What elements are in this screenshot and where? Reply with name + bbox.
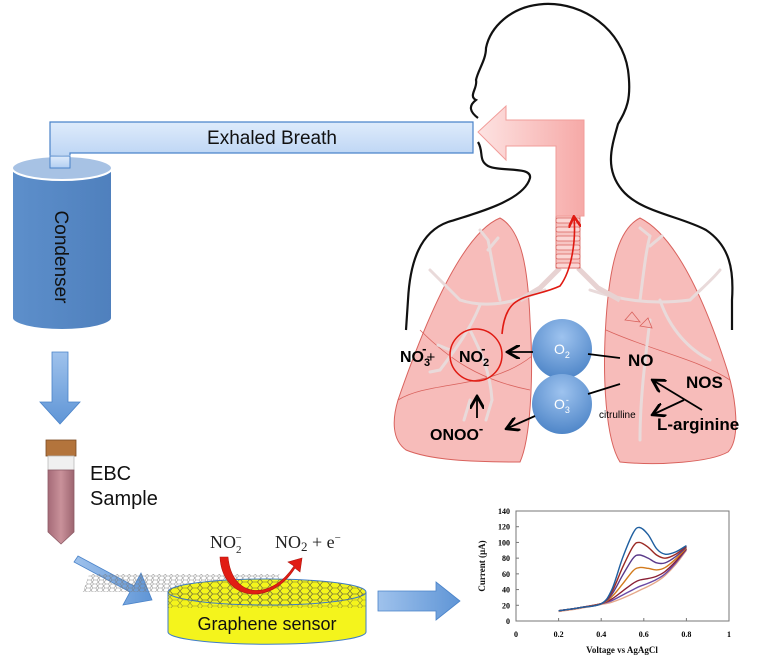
- ozone-label: O3-: [554, 395, 570, 415]
- y-tick-label: 80: [502, 554, 510, 563]
- chart-xlabel: Voltage vs AgAgCl: [586, 645, 658, 655]
- x-tick-label: 0.4: [596, 630, 606, 639]
- ebc-sample-tube[interactable]: [45, 439, 77, 545]
- oxygen-label: O2: [554, 341, 570, 360]
- reaction-product: NO2 + e−: [275, 532, 341, 554]
- peroxynitrite-label: ONOO-: [430, 421, 483, 444]
- enzyme-label: NOS: [686, 373, 723, 392]
- nitrite-highlight-circle: [449, 328, 503, 382]
- exhale-pathway: [501, 218, 574, 335]
- nitric-oxide-label: NO: [628, 351, 654, 370]
- y-tick-label: 0: [506, 617, 510, 626]
- series-line-s1: [558, 526, 687, 612]
- sensor-label: Graphene sensor: [197, 614, 336, 634]
- chart-ylabel: Current (µA): [477, 540, 487, 591]
- ozone-bubble: [532, 374, 592, 434]
- x-tick-label: 0.8: [681, 630, 691, 639]
- x-tick-label: 0.2: [554, 630, 564, 639]
- y-tick-label: 140: [498, 507, 510, 516]
- x-tick-label: 0: [514, 630, 518, 639]
- y-tick-label: 40: [502, 586, 510, 595]
- trachea: [518, 215, 622, 303]
- substrate-label: L-arginine: [657, 415, 739, 434]
- right-arrow: [377, 581, 461, 621]
- exhale-arrow: [477, 104, 585, 217]
- y-tick-label: 100: [498, 538, 510, 547]
- reaction-reactant: NO2−: [210, 532, 242, 556]
- nitrate-label: NO3-+: [400, 341, 435, 369]
- graphene-sensor[interactable]: Graphene sensor: [82, 574, 367, 645]
- sample-label-line2: Sample: [90, 488, 158, 510]
- voltammetry-chart: 0 20 40 60 80 100 120 140 0 0.2 0.4 0.6 0.8 1 Voltag…: [477, 507, 731, 655]
- condenser-label: Condenser: [50, 211, 71, 305]
- reaction-arrows: [477, 352, 703, 428]
- y-tick-label: 120: [498, 523, 510, 532]
- condenser[interactable]: Condenser: [11, 0, 113, 331]
- y-tick-label: 60: [502, 570, 510, 579]
- right-lung: [588, 217, 737, 465]
- x-tick-label: 1: [727, 630, 731, 639]
- byproduct-label: citrulline: [599, 410, 636, 421]
- left-lung: [393, 217, 547, 463]
- y-tick-label: 20: [502, 601, 510, 610]
- breath-tube-label: Exhaled Breath: [207, 128, 337, 149]
- body-outline: [469, 2, 734, 330]
- body-outline-front: [404, 141, 532, 331]
- down-arrow: [39, 351, 81, 425]
- x-tick-label: 0.6: [639, 630, 649, 639]
- nitrite-label: NO2-: [459, 341, 489, 369]
- oxygen-bubble: [532, 319, 592, 379]
- reaction-arrow: [219, 556, 303, 595]
- sample-label-line1: EBC: [90, 463, 131, 485]
